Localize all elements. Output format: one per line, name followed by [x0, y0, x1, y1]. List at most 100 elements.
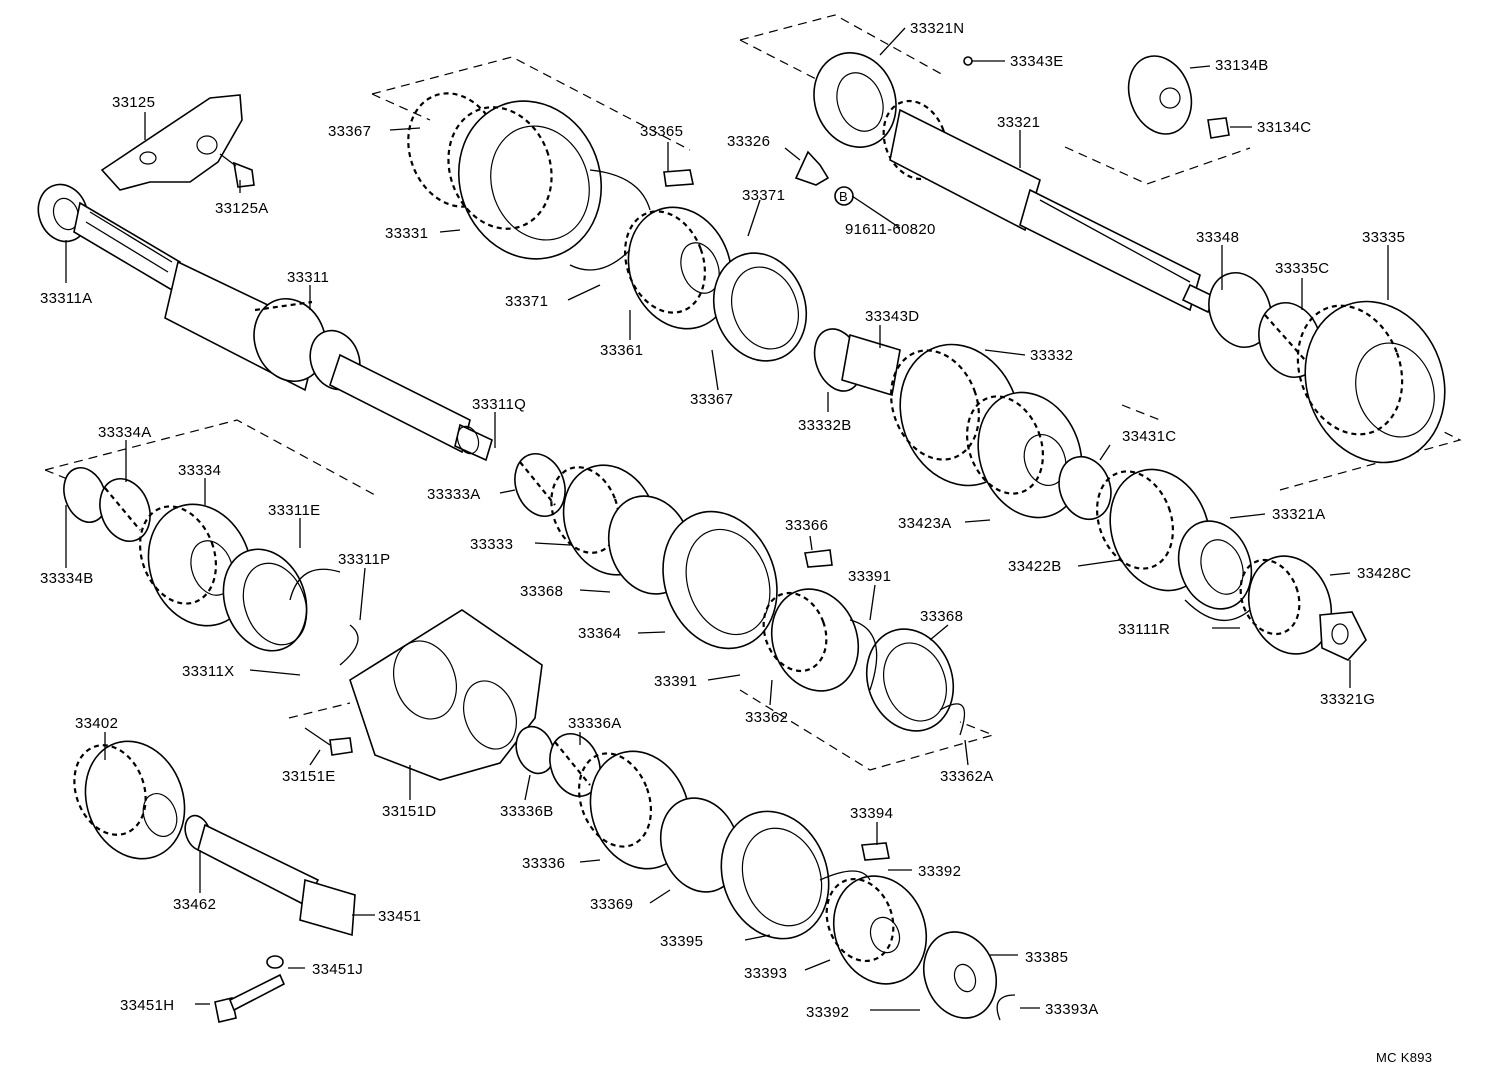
spring-33392	[819, 870, 871, 881]
label-33332: 33332	[1030, 347, 1073, 364]
label-33402: 33402	[75, 715, 118, 732]
ring-33368b	[865, 628, 955, 732]
label-33451H: 33451H	[120, 997, 174, 1014]
spacer-33348	[1208, 272, 1272, 348]
label-33371-left: 33371	[505, 293, 548, 310]
label-33335: 33335	[1362, 229, 1405, 246]
key-33394	[861, 842, 890, 861]
label-33151D: 33151D	[382, 803, 436, 820]
label-33348: 33348	[1196, 229, 1239, 246]
label-33336B: 33336B	[500, 803, 554, 820]
label-33392-top: 33392	[918, 863, 961, 880]
wire-spring	[589, 169, 651, 211]
label-91611-60820: 91611-60820	[845, 221, 936, 238]
label-33362A: 33362A	[940, 768, 994, 785]
label-33365: 33365	[640, 123, 683, 140]
label-33343E: 33343E	[1010, 53, 1064, 70]
spring-33391	[849, 619, 878, 691]
label-33326: 33326	[727, 133, 770, 150]
label-33331: 33331	[385, 225, 428, 242]
label-33333: 33333	[470, 536, 513, 553]
label-33151E: 33151E	[282, 768, 336, 785]
nut-33134C	[1207, 117, 1230, 139]
input-shaft	[37, 183, 493, 462]
key-33366	[804, 549, 833, 568]
snap-ring-33311X	[289, 568, 341, 601]
ring-33336B	[515, 725, 555, 775]
label-33311P: 33311P	[338, 551, 390, 568]
label-33125A: 33125A	[215, 200, 269, 217]
gear-33423A	[965, 391, 1083, 519]
label-33333A: 33333A	[427, 486, 481, 503]
label-33366: 33366	[785, 517, 828, 534]
label-33335C: 33335C	[1275, 260, 1329, 277]
label-33321: 33321	[997, 114, 1040, 131]
leader-lines	[65, 27, 1389, 1011]
label-33361: 33361	[600, 342, 643, 359]
bolt-33451H	[214, 973, 286, 1023]
label-33391-bottom: 33391	[654, 673, 697, 690]
label-33311X: 33311X	[182, 663, 234, 680]
synchro-33364	[662, 510, 778, 650]
bearing-33336A	[549, 733, 601, 797]
label-33311E: 33311E	[268, 502, 320, 519]
label-33334B: 33334B	[40, 570, 94, 587]
gear-33393	[825, 875, 928, 985]
ball-33343E	[963, 56, 973, 66]
washer-33451J	[266, 955, 284, 969]
catalog-code: MC K893	[1376, 1050, 1432, 1065]
counter-shaft	[813, 52, 1217, 314]
nut-33321G	[1319, 611, 1367, 661]
label-B: B	[839, 189, 848, 204]
label-33385: 33385	[1025, 949, 1068, 966]
washer-33385	[923, 931, 997, 1019]
shaft-33451	[197, 823, 356, 937]
gear-33428C	[1239, 555, 1333, 655]
label-33311Q: 33311Q	[472, 396, 526, 413]
label-33392-bottom: 33392	[806, 1004, 849, 1021]
label-33423A: 33423A	[898, 515, 952, 532]
group-outlines	[44, 14, 1462, 771]
label-33134B: 33134B	[1215, 57, 1269, 74]
bolt-33151E	[304, 727, 353, 756]
label-33321N: 33321N	[910, 20, 964, 37]
snap-ring-33362A	[939, 703, 966, 736]
lock-33326	[794, 150, 830, 186]
gear-33402	[73, 740, 186, 860]
bearing-33334A	[99, 478, 151, 542]
label-33393A: 33393A	[1045, 1001, 1099, 1018]
bolt-33125A	[219, 153, 255, 188]
label-33367-bottom: 33367	[690, 391, 733, 408]
label-33343D: 33343D	[865, 308, 919, 325]
label-33321A: 33321A	[1272, 506, 1326, 523]
label-33367-top: 33367	[328, 123, 371, 140]
bearing-33333A	[514, 453, 566, 517]
label-33451: 33451	[378, 908, 421, 925]
label-33451J: 33451J	[312, 961, 363, 978]
gear-33362	[762, 588, 860, 692]
label-33336: 33336	[522, 855, 565, 872]
label-33364: 33364	[578, 625, 621, 642]
label-33334A: 33334A	[98, 424, 152, 441]
label-33134C: 33134C	[1257, 119, 1311, 136]
label-33368-right: 33368	[920, 608, 963, 625]
label-33394: 33394	[850, 805, 893, 822]
plate-33151D	[349, 609, 543, 781]
label-33125: 33125	[112, 94, 155, 111]
part-labels: 33125 33125A 33311A 33311 33367 33331 33…	[40, 20, 1411, 1021]
label-33311A: 33311A	[40, 290, 92, 307]
ring-33311E	[222, 548, 308, 652]
label-33371-right: 33371	[742, 187, 785, 204]
label-33311: 33311	[287, 269, 329, 286]
label-33332B: 33332B	[798, 417, 852, 434]
label-33395: 33395	[660, 933, 703, 950]
bearing-33321A	[1177, 520, 1253, 610]
label-33422B: 33422B	[1008, 558, 1062, 575]
snap-ring-33371	[569, 249, 631, 271]
label-33362: 33362	[745, 709, 788, 726]
label-33393: 33393	[744, 965, 787, 982]
gear-33361	[624, 206, 733, 330]
label-33431C: 33431C	[1122, 428, 1176, 445]
